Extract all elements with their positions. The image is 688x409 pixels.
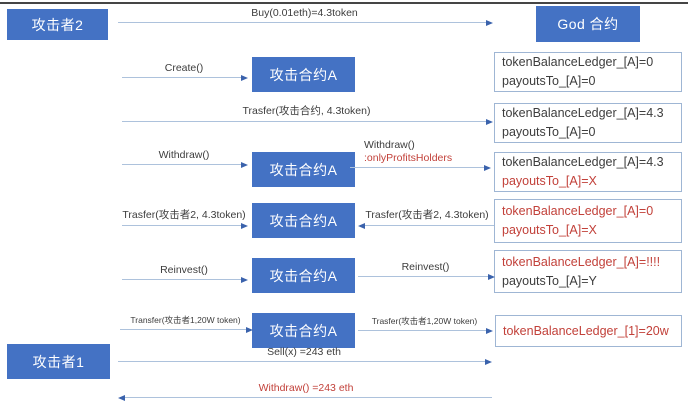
arrow-line <box>122 120 491 122</box>
arrow-label: Withdraw() =243 eth <box>258 382 354 394</box>
ledger-line: payoutsTo_[A]=X <box>502 174 597 188</box>
arrow-label: Sell(x) =243 eth <box>267 346 341 358</box>
attack-contract-box: 攻击合约A <box>252 258 355 293</box>
arrow-line <box>120 328 251 330</box>
arrow-line <box>118 360 490 362</box>
message-arrow-reinvest-left: Reinvest() <box>122 254 248 283</box>
ledger-line: tokenBalanceLedger_[A]=!!!! <box>502 254 661 269</box>
attacker1-box: 攻击者1 <box>7 344 110 379</box>
arrow-label: Withdraw() <box>364 139 415 151</box>
ledger-line: tokenBalanceLedger_[A]=4.3 <box>502 155 664 169</box>
ledger-line: payoutsTo_[A]=0 <box>502 74 596 88</box>
arrow-line <box>358 329 491 331</box>
arrow-label: Reinvest() <box>401 261 450 273</box>
arrowhead-icon <box>241 223 248 229</box>
arrowhead-icon <box>485 359 492 365</box>
attacker2-box: 攻击者2 <box>7 9 108 40</box>
ledger-line: payoutsTo_[A]=X <box>502 223 597 237</box>
ledger-box: tokenBalanceLedger_[A]=4.3 payoutsTo_[A]=… <box>494 103 682 143</box>
message-arrow-withdraw-right: Withdraw():onlyProfitsHolders <box>350 139 491 171</box>
attack-contract-box: 攻击合约A <box>252 152 355 187</box>
top-border-line <box>0 2 688 4</box>
ledger-box: tokenBalanceLedger_[A]=4.3 payoutsTo_[A]=… <box>494 152 682 192</box>
message-arrow-reinvest-right: Reinvest() <box>358 251 495 280</box>
arrow-line <box>122 163 246 165</box>
arrow-label: Trasfer(攻击者1,20W token) <box>371 316 478 326</box>
message-arrow-transfer-contract: Trasfer(攻击合约, 4.3token) <box>122 96 493 125</box>
ledger-line: tokenBalanceLedger_[A]=0 <box>502 55 654 69</box>
arrowhead-icon <box>486 20 493 26</box>
arrowhead-icon <box>241 162 248 168</box>
message-arrow-transfer-attacker2-right: Trasfer(攻击者2, 4.3token) <box>358 200 494 229</box>
arrow-label: Trasfer(攻击合约, 4.3token) <box>242 105 371 117</box>
arrowhead-icon <box>484 165 491 171</box>
message-arrow-buy: Buy(0.01eth)=4.3token <box>118 0 493 26</box>
ledger-box: tokenBalanceLedger_[A]=!!!! payoutsTo_[A]… <box>494 250 682 293</box>
attack-contract-box: 攻击合约A <box>252 313 355 348</box>
ledger-line: payoutsTo_[A]=Y <box>502 273 597 288</box>
ledger-line: tokenBalanceLedger_[1]=20w <box>503 323 669 338</box>
arrow-label: Trasfer(攻击者2, 4.3token) <box>365 209 489 221</box>
message-arrow-withdraw-left: Withdraw() <box>122 139 248 168</box>
arrow-line <box>122 224 246 226</box>
arrowhead-icon <box>486 119 493 125</box>
message-arrow-withdraw-final: Withdraw() =243 eth <box>118 372 492 401</box>
message-arrow-transfer-attacker1-right: Trasfer(攻击者1,20W token) <box>358 305 493 334</box>
arrow-label: :onlyProfitsHolders <box>364 152 453 164</box>
arrowhead-icon <box>118 395 125 401</box>
arrow-label: Trasfer(攻击者2, 4.3token) <box>122 209 246 221</box>
arrowhead-icon <box>486 328 493 334</box>
arrow-line <box>122 278 246 280</box>
arrow-line <box>122 76 246 78</box>
arrowhead-icon <box>358 223 365 229</box>
arrow-label: Withdraw() <box>158 149 210 161</box>
arrow-label: Reinvest() <box>160 264 208 276</box>
arrowhead-icon <box>246 327 253 333</box>
arrow-label: Create() <box>164 62 204 74</box>
arrowhead-icon <box>241 277 248 283</box>
message-arrow-transfer-attacker1-left: Transfer(攻击者1,20W token) <box>120 304 253 333</box>
attack-contract-box: 攻击合约A <box>252 203 355 238</box>
arrowhead-icon <box>241 75 248 81</box>
arrowhead-icon <box>488 274 495 280</box>
ledger-box: tokenBalanceLedger_[A]=0 payoutsTo_[A]=X <box>494 199 682 243</box>
arrow-line <box>120 396 492 398</box>
arrow-line <box>360 224 494 226</box>
attack-contract-box: 攻击合约A <box>252 57 355 92</box>
ledger-box: tokenBalanceLedger_[1]=20w <box>495 315 682 347</box>
arrow-line <box>358 275 493 277</box>
message-arrow-sell: Sell(x) =243 eth <box>118 336 492 365</box>
arrow-label: Buy(0.01eth)=4.3token <box>251 7 358 19</box>
message-arrow-transfer-attacker2-left: Trasfer(攻击者2, 4.3token) <box>122 200 248 229</box>
ledger-line: payoutsTo_[A]=0 <box>502 125 596 139</box>
arrow-line <box>350 166 489 168</box>
message-arrow-create: Create() <box>122 52 248 81</box>
god-contract-box: God 合约 <box>536 6 640 42</box>
ledger-line: tokenBalanceLedger_[A]=4.3 <box>502 106 664 120</box>
arrow-label: Transfer(攻击者1,20W token) <box>130 315 241 325</box>
arrow-line <box>118 21 491 23</box>
ledger-line: tokenBalanceLedger_[A]=0 <box>502 204 654 218</box>
ledger-box: tokenBalanceLedger_[A]=0 payoutsTo_[A]=0 <box>494 52 682 92</box>
